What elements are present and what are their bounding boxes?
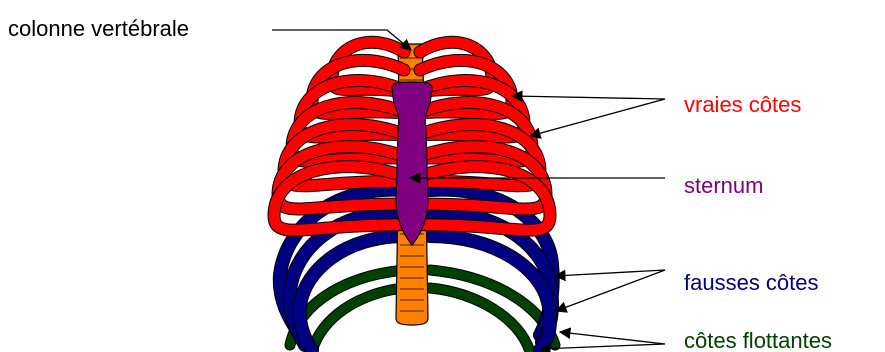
floating-ribs-label: côtes flottantes xyxy=(684,328,832,352)
false-ribs-label: fausses côtes xyxy=(684,270,819,295)
true-ribs-pointer-1 xyxy=(512,96,665,99)
true-ribs-pointer-2 xyxy=(530,99,665,136)
sternum-label: sternum xyxy=(684,173,763,198)
floating-ribs-pointer-1 xyxy=(560,332,665,344)
false-ribs-pointer-1 xyxy=(555,270,665,276)
true-ribs-label: vraies côtes xyxy=(684,92,801,117)
spine-label: colonne vertébrale xyxy=(8,16,189,41)
false-ribs-pointer-2 xyxy=(556,270,665,311)
